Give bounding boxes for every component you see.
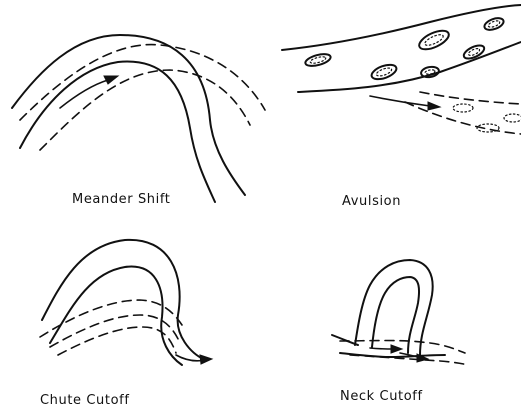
meander-shift-caption: Meander Shift — [72, 192, 171, 207]
avulsion-diagram — [270, 0, 521, 215]
avulsion-bar-texture — [423, 33, 444, 48]
meander-shift-bank-inner — [20, 62, 215, 202]
avulsion-bar — [370, 62, 399, 82]
avulsion-bar — [462, 43, 486, 61]
chute-cutoff-panel: Chute Cutoff — [0, 215, 270, 410]
meander-shift-panel: Meander Shift — [0, 0, 270, 215]
avulsion-bar — [304, 52, 332, 68]
meander-shift-diagram — [0, 0, 270, 215]
neck-cutoff-new-course-upper — [340, 341, 465, 354]
chute-cutoff-arrowhead — [200, 355, 212, 364]
avulsion-new-bar — [504, 114, 521, 122]
avulsion-arrowhead — [428, 102, 440, 110]
avulsion-caption: Avulsion — [342, 194, 401, 209]
chute-cutoff-bank-outer — [42, 240, 205, 360]
avulsion-panel: Avulsion — [270, 0, 521, 215]
chute-cutoff-bank-inner — [50, 267, 182, 365]
meander-shift-flow-arrow — [60, 80, 108, 108]
neck-cutoff-bank-upper — [332, 335, 358, 345]
neck-cutoff-panel: Neck Cutoff — [270, 215, 521, 410]
avulsion-bar — [483, 16, 505, 32]
meander-shift-arrowhead — [104, 76, 118, 84]
avulsion-bar — [417, 27, 452, 53]
avulsion-new-bar — [453, 104, 473, 112]
meander-shift-old-bank-upper — [20, 45, 265, 120]
avulsion-flow-arrow — [370, 96, 430, 106]
neck-cutoff-diagram — [270, 215, 521, 410]
neck-cutoff-loop-inner — [372, 277, 419, 353]
neck-cutoff-caption: Neck Cutoff — [340, 389, 423, 404]
neck-cutoff-arrowhead — [391, 345, 402, 353]
chute-cutoff-caption: Chute Cutoff — [40, 393, 130, 408]
avulsion-new-course-upper — [420, 92, 521, 104]
chute-cutoff-chute-lower — [58, 327, 176, 355]
avulsion-bank-lower — [298, 42, 521, 92]
chute-cutoff-diagram — [0, 215, 270, 410]
